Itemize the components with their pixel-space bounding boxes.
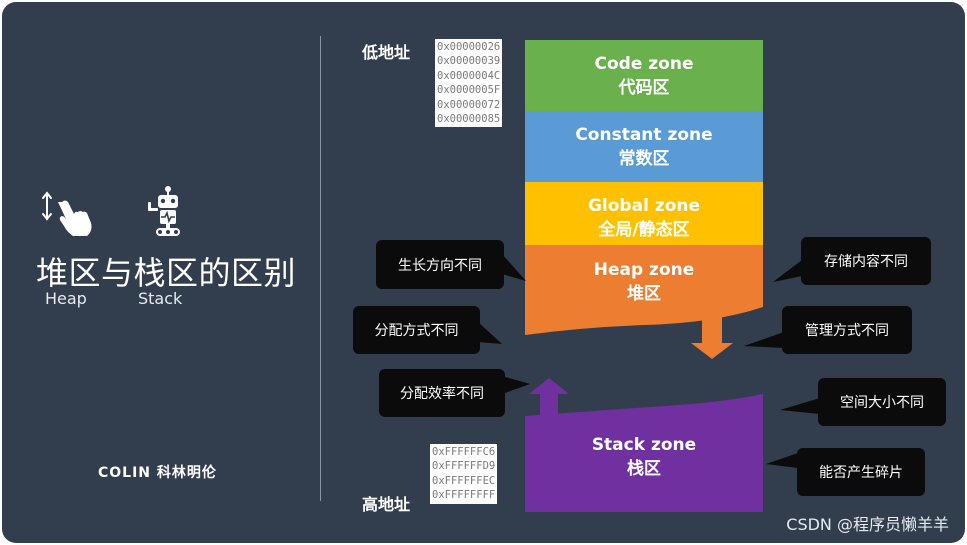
zone-name: Code zone [594, 54, 694, 74]
zone-cn: 全局/静态区 [598, 220, 690, 240]
brand-logo: COLIN 科林明伦 [98, 465, 217, 481]
address-value: 0x0000004C [437, 69, 501, 82]
robot-icon [148, 186, 180, 236]
zone-cn: 栈区 [627, 459, 661, 479]
callout-space-size: 空间大小不同 [818, 378, 946, 426]
zone-name: Global zone [587, 196, 701, 216]
address-value: 0xFFFFFFFF [432, 489, 496, 502]
callout-fragmentation: 能否产生碎片 [797, 448, 925, 496]
low-address-list: 0x00000026 0x00000039 0x0000004C 0x00000… [435, 39, 503, 128]
stack-zone-shape [525, 378, 763, 512]
callout-storage-content: 存储内容不同 [801, 237, 931, 285]
stack-label: Stack [138, 289, 183, 308]
address-value: 0x00000026 [437, 41, 501, 53]
zone-name: Heap zone [593, 260, 695, 280]
callout-growth-direction: 生长方向不同 [376, 240, 504, 289]
heap-growth-arrow [691, 317, 733, 359]
divider [320, 36, 321, 501]
address-value: 0xFFFFFFC6 [432, 446, 496, 458]
stack-growth-arrow [529, 378, 569, 420]
heap-zone-shape [525, 245, 763, 359]
touch-gesture-icon [42, 191, 92, 236]
high-address-list: 0xFFFFFFC6 0xFFFFFFD9 0xFFFFFFEC 0xFFFFF… [430, 444, 498, 504]
callout-alloc-method: 分配方式不同 [353, 306, 480, 354]
zone-cn: 代码区 [618, 78, 670, 98]
watermark: CSDN @程序员懒羊羊 [786, 515, 949, 534]
address-value: 0x00000085 [437, 113, 501, 126]
zone-cn: 常数区 [618, 149, 670, 169]
zone-cn: 堆区 [627, 284, 661, 304]
low-address-label: 低地址 [362, 43, 411, 62]
address-value: 0x0000005F [437, 84, 501, 97]
high-address-label: 高地址 [362, 495, 411, 514]
code-zone: Code zone 代码区 [525, 40, 763, 111]
callout-manage-method: 管理方式不同 [782, 306, 912, 354]
address-value: 0xFFFFFFD9 [432, 460, 496, 473]
address-value: 0xFFFFFFEC [432, 474, 496, 487]
slide-title: 堆区与栈区的区别 [36, 254, 297, 292]
address-value: 0x00000039 [437, 55, 501, 68]
callout-alloc-efficiency: 分配效率不同 [379, 369, 505, 417]
zone-name: Stack zone [591, 435, 697, 455]
global-zone: Global zone 全局/静态区 [525, 182, 763, 245]
stack-zone: Stack zone 栈区 [525, 433, 763, 483]
address-value: 0x00000072 [437, 98, 501, 111]
heap-label: Heap [45, 289, 87, 308]
zone-name: Constant zone [575, 125, 713, 145]
heap-zone: Heap zone 堆区 [525, 258, 763, 308]
constant-zone: Constant zone 常数区 [525, 111, 763, 182]
